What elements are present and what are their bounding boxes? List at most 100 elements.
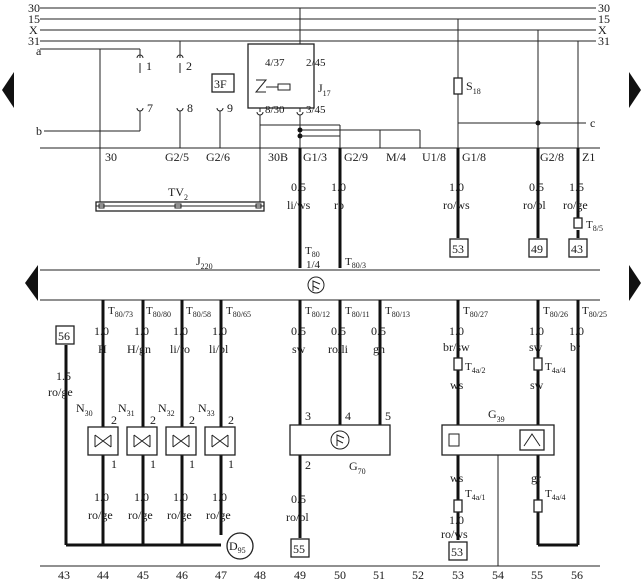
wire-size-l1: 1.0 — [134, 324, 149, 338]
injector-pin-top-n31: 2 — [150, 413, 156, 427]
g70-pin-4: 4 — [345, 409, 351, 423]
valve-icon — [133, 434, 151, 448]
conn-t80-13: T80/13 — [385, 305, 410, 319]
connector-t4a4 — [533, 357, 543, 371]
sensor-g70: 3 4 5 2 G70 0.5 ro/bl 55 — [286, 409, 391, 558]
j17-pin-8-30: 8/30 — [265, 104, 285, 116]
rail-label-left-15: 15 — [28, 12, 40, 26]
footer-56: 56 — [571, 568, 583, 580]
bus-label-g2-9: G2/9 — [344, 150, 368, 164]
t80-3-label: T80/3 — [345, 256, 366, 270]
wire-color-l8: sw — [529, 340, 543, 354]
footer-55: 55 — [531, 568, 543, 580]
injector-pin-bot-n31: 1 — [150, 457, 156, 471]
relay-panel: 1 2 7 8 9 3F 4/37 2/45 8/30 3/45 — [40, 8, 586, 148]
inj-out-size-1: 1.0 — [134, 490, 149, 504]
wire-color-l3: li/bl — [209, 342, 229, 356]
wire-size-l8: 1.0 — [529, 324, 544, 338]
g70-pin-3: 3 — [305, 409, 311, 423]
inj-out-size-0: 1.0 — [94, 490, 109, 504]
lower-connectors: T80/73 T80/80 T80/58 T80/65 T80/12 T80/1… — [108, 305, 607, 319]
wire-color-l9: br — [570, 340, 580, 354]
t4a4-label: T4a/4 — [545, 361, 566, 375]
s18-label: S18 — [466, 79, 481, 96]
next-page-arrow-icon[interactable] — [629, 72, 641, 108]
conn-t80-80: T80/80 — [146, 305, 171, 319]
rail-label-right-30: 30 — [598, 1, 610, 15]
ref-box-56: 56 — [58, 329, 70, 343]
wire-color-l4: sw — [292, 342, 306, 356]
ref-box-43-upper: 43 — [571, 242, 583, 256]
wire-color-l6: gn — [373, 342, 385, 356]
wire-size-l0: 1.0 — [94, 324, 109, 338]
conn-t80-73: T80/73 — [108, 305, 133, 319]
footer-52: 52 — [412, 568, 424, 580]
injector-pin-bot-n30: 1 — [111, 457, 117, 471]
g70-out-size: 0.5 — [291, 492, 306, 506]
wire-size-l6: 0.5 — [371, 324, 386, 338]
g39-in-color-1: sw — [530, 378, 544, 392]
power-rails: 30 15 X 31 30 15 X 31 a b c — [28, 1, 610, 138]
conn-t80-65: T80/65 — [226, 305, 251, 319]
injector-pin-bot-n33: 1 — [228, 457, 234, 471]
bus-labels: 30 G2/5 G2/6 30B G1/3 G2/9 M/4 U1/8 G1/8… — [105, 150, 595, 164]
rail-label-right-15: 15 — [598, 12, 610, 26]
prev-page-arrow-icon[interactable] — [2, 72, 14, 108]
wire-color-u3: ro/bl — [523, 198, 546, 212]
bus-label-g2-8: G2/8 — [540, 150, 564, 164]
prev-section-arrow-icon[interactable] — [25, 265, 38, 301]
lower-wires: 1.0 H 1.0 H/gn 1.0 li/ro 1.0 li/bl 0.5 s… — [64, 300, 584, 566]
footer-45: 45 — [137, 568, 149, 580]
j17-pin-4-37: 4/37 — [265, 57, 285, 69]
g39-out-color-0: ws — [450, 471, 464, 485]
inj-out-color-0: ro/ge — [88, 508, 113, 522]
bus-label-u1-8: U1/8 — [422, 150, 446, 164]
g70-out-color: ro/bl — [286, 510, 309, 524]
bus-label-z1: Z1 — [582, 150, 595, 164]
footer-44: 44 — [97, 568, 109, 580]
footer-47: 47 — [215, 568, 227, 580]
upper-wires: 0.5 li/ws 1.0 ro 1.0 ro/ws 0.5 ro/bl 1.5… — [287, 148, 603, 268]
fuse-term-1: 1 — [146, 59, 152, 73]
bus-label-g1-8: G1/8 — [462, 150, 486, 164]
valve-icon — [94, 434, 112, 448]
rail-label-right-31: 31 — [598, 34, 610, 48]
ref-box-55: 55 — [293, 542, 305, 556]
d95-label: D95 — [229, 539, 246, 555]
valve-icon — [211, 434, 229, 448]
relay-switch-icon — [254, 79, 268, 93]
wire-size-u0: 0.5 — [291, 180, 306, 194]
g39-out-color-1: gr — [531, 471, 541, 485]
conn-t80-25: T80/25 — [582, 305, 607, 319]
injector-pin-bot-n32: 1 — [189, 457, 195, 471]
footer-46: 46 — [176, 568, 188, 580]
connector-t4a2 — [453, 357, 463, 371]
valve-icon — [172, 434, 190, 448]
j17-label: J17 — [318, 81, 331, 98]
bus-label-30b: 30B — [268, 150, 288, 164]
g39-out-size: 1.0 — [449, 513, 464, 527]
fuse-s18 — [453, 77, 463, 95]
ref-box-53-upper: 53 — [452, 242, 464, 256]
ref-box-49-upper: 49 — [531, 242, 543, 256]
wire-color-56: ro/ge — [48, 385, 73, 399]
next-section-arrow-icon[interactable] — [629, 265, 641, 301]
g70-pin-5: 5 — [385, 409, 391, 423]
ground-point-d95 — [226, 532, 254, 560]
footer-51: 51 — [373, 568, 385, 580]
injector-label-n32: N32 — [158, 401, 175, 418]
wire-color-u2: ro/ws — [443, 198, 470, 212]
footer-54: 54 — [492, 568, 504, 580]
connector-t8 — [573, 217, 583, 229]
g39-label: G39 — [488, 407, 505, 424]
injector-label-n30: N30 — [76, 401, 93, 418]
ecu-j220: J220 — [40, 254, 600, 301]
label-3f: 3F — [214, 77, 227, 91]
injector-pin-top-n30: 2 — [111, 413, 117, 427]
wire-size-u3: 0.5 — [529, 180, 544, 194]
ref-a: a — [36, 44, 42, 58]
j17-pin-3-45: 3/45 — [306, 104, 326, 116]
t80-label: T80 — [305, 245, 320, 259]
